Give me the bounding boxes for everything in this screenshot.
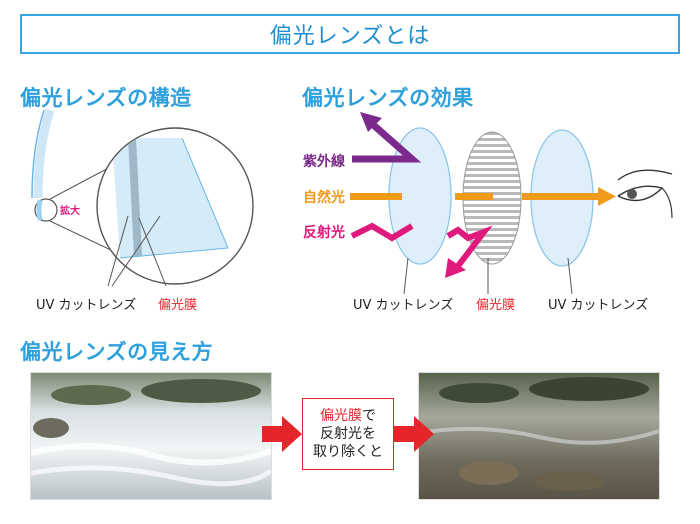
uv-lens-left-label: UV カットレンズ (353, 298, 454, 313)
lens-edge (33, 108, 55, 199)
section-title-effect: 偏光レンズの効果 (302, 86, 474, 110)
uv-lens-right-label: UV カットレンズ (548, 298, 649, 313)
arrow-right-icon (394, 416, 434, 452)
ray-label-reflected: 反射光 (303, 225, 345, 241)
eye-icon (627, 189, 637, 199)
lens-effect-diagram (350, 112, 673, 295)
natural-light-arrow (598, 187, 616, 206)
section-title-structure: 偏光レンズの構造 (20, 86, 192, 110)
polarizing-film-label: 偏光膜 (158, 298, 198, 313)
caption-line1-suffix: で (362, 408, 376, 424)
film-label: 偏光膜 (476, 298, 516, 313)
caption-box: 偏光膜で 反射光を 取り除くと (302, 398, 394, 470)
arrow-right-icon (262, 416, 302, 452)
lens-structure-diagram (31, 108, 254, 287)
caption-film-word: 偏光膜 (320, 408, 362, 424)
uv-cut-lens-label: UV カットレンズ (36, 298, 137, 313)
river-photo-before (30, 372, 272, 500)
uv-arrow (360, 112, 382, 132)
ray-label-natural: 自然光 (303, 190, 345, 206)
section-title-view: 偏光レンズの見え方 (20, 340, 214, 364)
river-photo-after (418, 372, 660, 500)
ray-label-uv: 紫外線 (303, 154, 345, 170)
zoom-label: 拡大 (60, 206, 80, 217)
reflected-light-arrow (445, 258, 466, 278)
caption-line3: 取り除くと (313, 444, 383, 460)
caption-line2: 反射光を (320, 426, 376, 442)
page-title: 偏光レンズとは (20, 14, 680, 54)
